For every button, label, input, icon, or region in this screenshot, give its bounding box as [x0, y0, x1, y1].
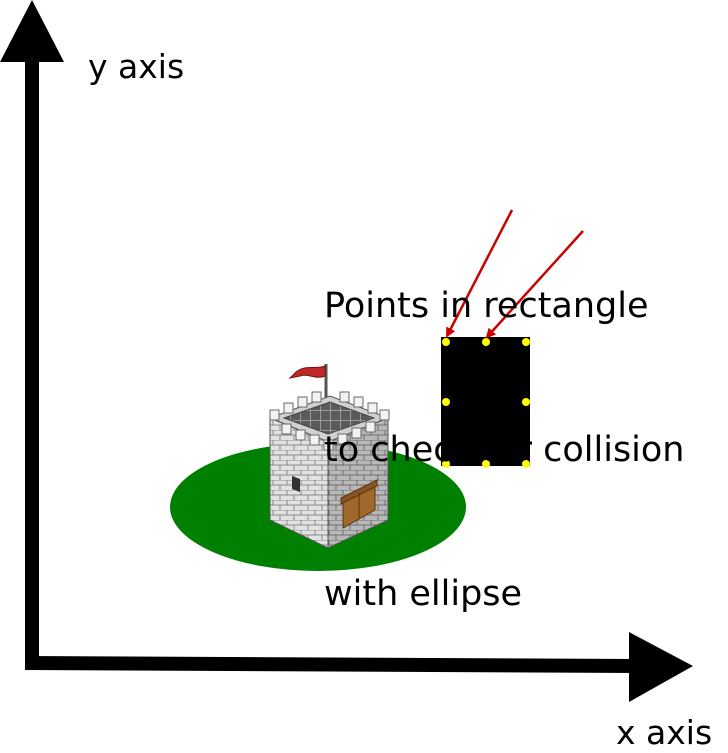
check-point: [482, 460, 490, 468]
y-axis-label: y axis: [88, 47, 185, 86]
annotation-arrow: [485, 230, 584, 339]
check-point: [522, 338, 530, 346]
check-point: [442, 460, 450, 468]
check-point: [482, 338, 490, 346]
tower-grate: [282, 401, 376, 435]
annotation-arrow: [445, 209, 514, 338]
check-point: [442, 338, 450, 346]
y-axis-line: [25, 58, 39, 670]
annotation-text: Points in rectangle to check for collisi…: [324, 186, 685, 714]
check-point: [522, 398, 530, 406]
annotation-line: with ellipse: [324, 574, 523, 614]
annotation-line: to check for collision: [324, 430, 685, 470]
tower-battlements: [269, 391, 390, 451]
y-axis-arrowhead: [0, 0, 64, 62]
x-axis-label: x axis: [616, 713, 713, 752]
check-point: [522, 460, 530, 468]
rectangle-check-points: [442, 338, 530, 468]
tower-window: [292, 476, 300, 492]
flag-icon: [288, 365, 326, 379]
x-axis-line: [25, 656, 640, 673]
annotation-line: Points in rectangle: [324, 286, 649, 326]
check-point: [442, 398, 450, 406]
x-axis-arrowhead: [629, 632, 693, 702]
collision-rectangle: [441, 337, 530, 466]
y-axis: [0, 0, 64, 670]
x-axis: [25, 632, 693, 702]
castle-tower-icon: [268, 364, 390, 549]
